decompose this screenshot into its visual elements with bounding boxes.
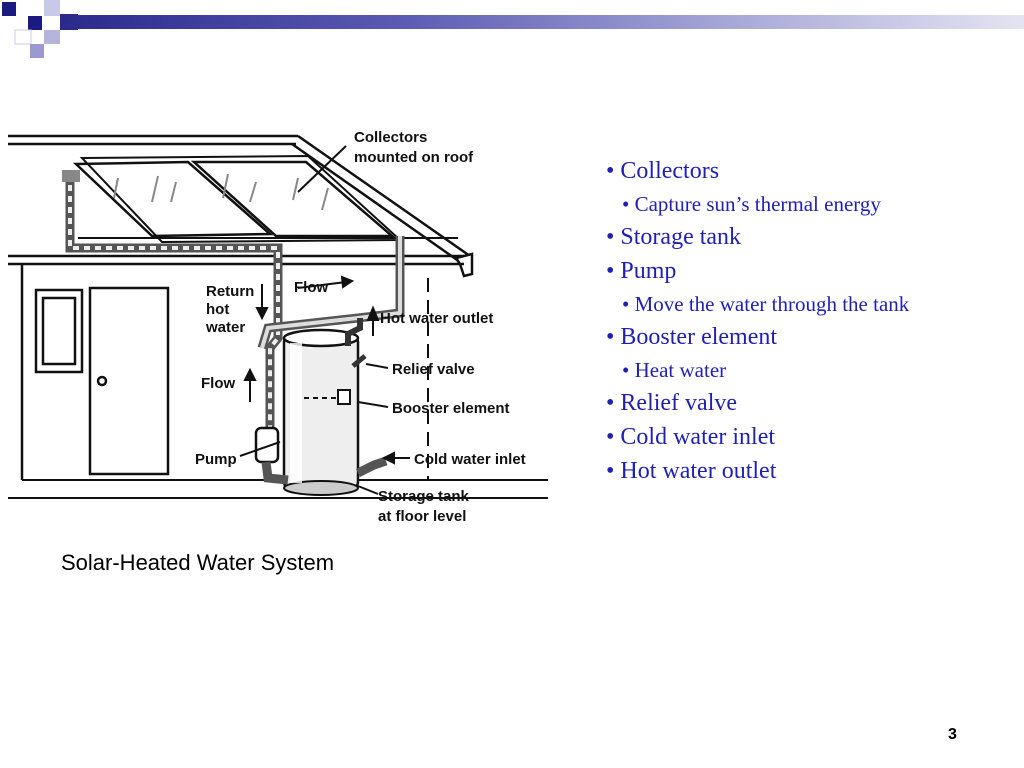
label-flow-left: Flow	[201, 375, 235, 392]
roof	[8, 134, 474, 480]
collector-panels	[72, 154, 403, 244]
solar-water-heater-diagram: Collectors mounted on roof Return hot wa…	[8, 129, 548, 525]
bullet-booster-element: • Booster element	[606, 324, 778, 350]
figure-caption: Solar-Heated Water System	[61, 550, 335, 575]
label-storage-line2: at floor level	[378, 508, 466, 525]
pump	[254, 426, 289, 485]
return-pipe	[62, 170, 283, 438]
label-return-3: water	[205, 319, 245, 336]
label-booster-element: Booster element	[392, 400, 510, 417]
bullet-relief-valve: • Relief valve	[606, 390, 738, 416]
bullet-cold-inlet: • Cold water inlet	[606, 424, 776, 450]
bullet-list: • Collectors • Capture sun’s thermal ene…	[606, 154, 1016, 488]
bullet-storage-tank: • Storage tank	[606, 224, 742, 250]
bullet-hot-outlet: • Hot water outlet	[606, 458, 777, 484]
page-number: 3	[948, 726, 957, 743]
corner-decoration	[2, 0, 78, 58]
label-hot-outlet: Hot water outlet	[380, 310, 493, 327]
label-pump: Pump	[195, 451, 237, 468]
bullet-move-water: • Move the water through the tank	[622, 292, 910, 316]
bullet-collectors: • Collectors	[606, 158, 720, 184]
door	[88, 286, 170, 476]
label-return-2: hot	[206, 301, 229, 318]
label-storage-line1: Storage tank	[378, 488, 470, 505]
label-cold-inlet: Cold water inlet	[414, 451, 526, 468]
label-relief-valve: Relief valve	[392, 361, 475, 378]
label-collectors-line1: Collectors	[354, 129, 427, 146]
header-gradient-bar	[60, 15, 1024, 29]
label-flow-top: Flow	[294, 279, 328, 296]
label-return-1: Return	[206, 283, 254, 300]
window	[34, 288, 84, 374]
bullet-capture-energy: • Capture sun’s thermal energy	[622, 192, 881, 216]
storage-tank	[282, 318, 388, 496]
bullet-pump: • Pump	[606, 258, 677, 284]
bullet-heat-water: • Heat water	[622, 358, 727, 382]
label-collectors-line2: mounted on roof	[354, 149, 474, 166]
